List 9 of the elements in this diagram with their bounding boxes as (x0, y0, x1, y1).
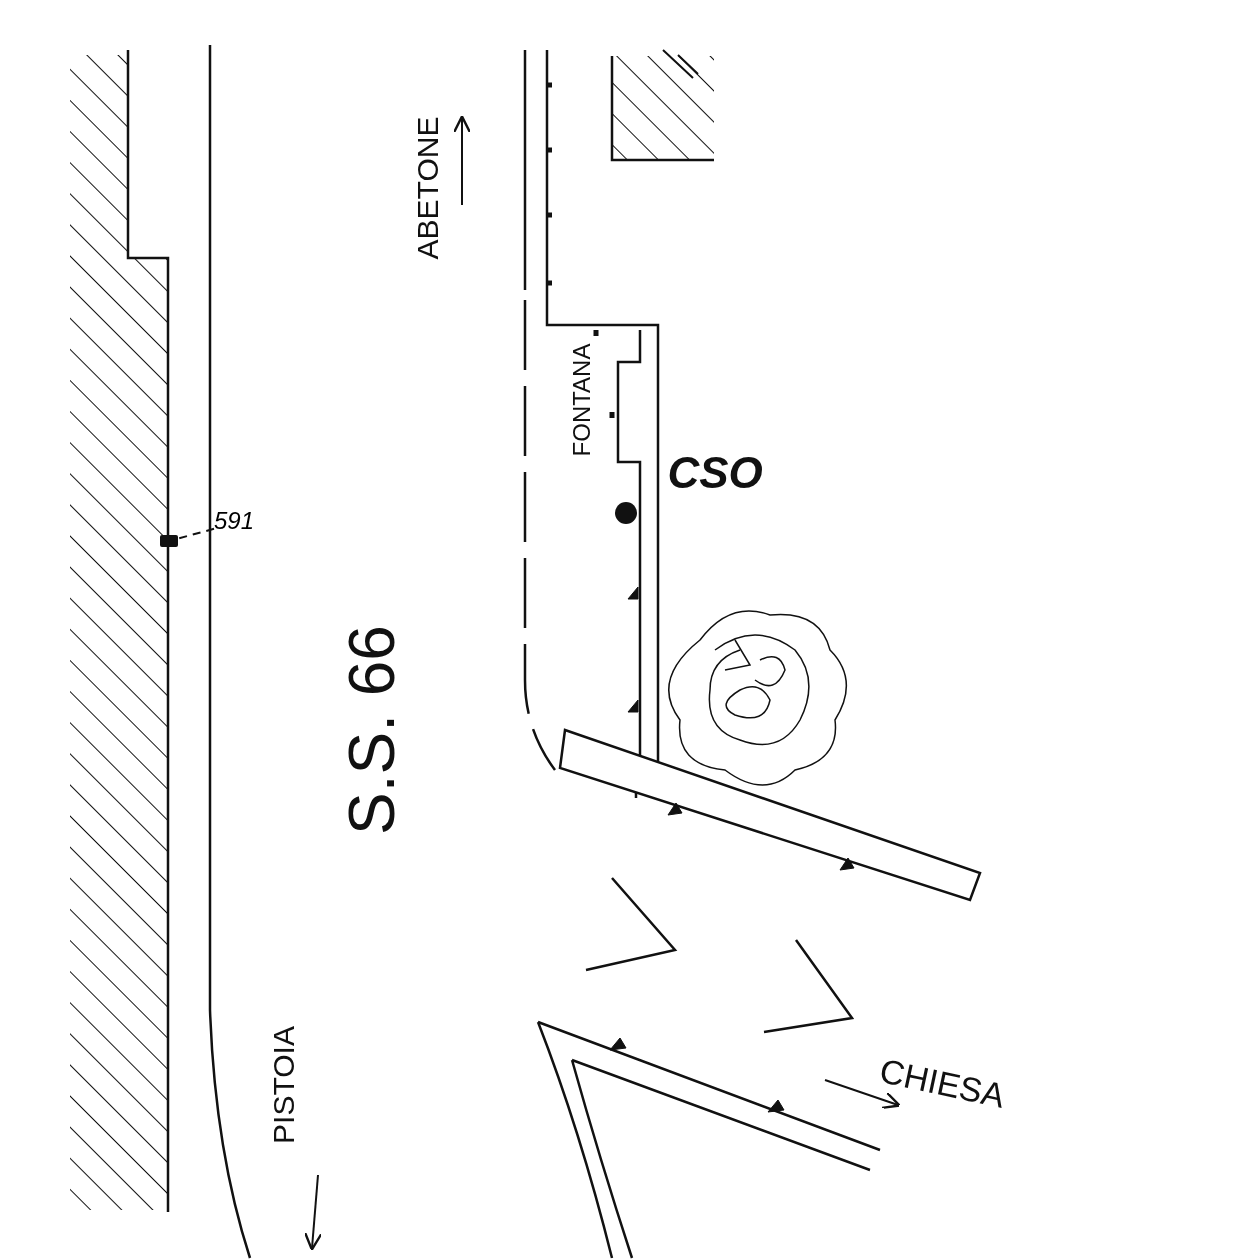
place-label: FONTANA (569, 343, 594, 457)
callout-number: 591 (214, 506, 272, 536)
direction-label: ABETONE (412, 116, 443, 260)
leader-line (177, 527, 215, 540)
wall-marker (160, 535, 178, 547)
direction-label: CHIESA (876, 1053, 1008, 1113)
road-label: S.S. 66 (339, 625, 404, 835)
place-label: CSO (667, 451, 763, 495)
direction-label: PISTOIA (268, 1026, 299, 1144)
